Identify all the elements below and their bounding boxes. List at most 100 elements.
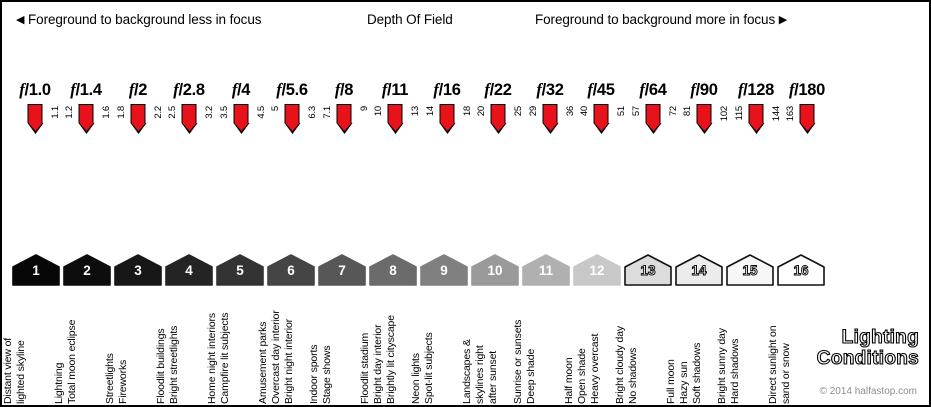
- lighting-label-line: Hazy sun: [678, 361, 690, 404]
- lighting-label-line: Sunrise or sunsets: [512, 319, 524, 404]
- lighting-label-line: Brightly lit cityscape: [385, 315, 397, 404]
- lighting-label-line: Full moon: [665, 359, 677, 404]
- aperture-stop-label: f/1.0: [19, 80, 51, 99]
- lighting-pentagon-icon: [63, 254, 111, 286]
- lighting-label-line: sand or snow: [780, 343, 792, 404]
- title-line-2: Conditions: [816, 348, 919, 370]
- aperture-stop-label: f/11: [381, 80, 409, 99]
- aperture-stop-label: f/128: [737, 80, 775, 99]
- lighting-pentagon-icon: [522, 254, 570, 286]
- aperture-stop-label: f/64: [639, 80, 667, 99]
- aperture-marker-icon: [645, 104, 662, 134]
- lighting-pentagon-icon: [471, 254, 519, 286]
- lighting-label-line: Lightning: [53, 362, 65, 404]
- lighting-number: 13: [640, 263, 656, 278]
- lighting-number: 16: [793, 263, 809, 278]
- header-right: Foreground to background more in focus ▶: [535, 12, 787, 27]
- lighting-label-line: Bright streetlights: [168, 325, 180, 404]
- lighting-number: 3: [134, 263, 142, 278]
- left-arrow-icon: ◀: [16, 14, 25, 26]
- lighting-label-line: Amusement parks: [257, 321, 269, 404]
- lighting-pentagon-icon: [420, 254, 468, 286]
- lighting-label-line: Campfire lit subjects: [219, 312, 231, 404]
- lighting-label-line: Bright sunny day: [716, 328, 728, 404]
- aperture-marker-icon: [336, 104, 353, 134]
- lighting-pentagon-icon: [726, 254, 774, 286]
- lighting-pentagon-icon: [267, 254, 315, 286]
- lighting-number: 7: [338, 263, 346, 278]
- lighting-number: 9: [440, 263, 448, 278]
- title-line-1: Lighting: [841, 326, 919, 348]
- lighting-label-line: after sunset: [487, 350, 499, 404]
- lighting-label-line: Indoor sports: [308, 344, 320, 404]
- aperture-marker-icon: [542, 104, 559, 134]
- aperture-stop-label: f/8: [334, 80, 354, 99]
- lighting-label-line: Landscapes &: [461, 339, 473, 404]
- lighting-pentagon-icon: [318, 254, 366, 286]
- lighting-label-line: Neon lights: [410, 353, 422, 404]
- lighting-label-line: Deep shade: [525, 348, 537, 404]
- lighting-number: 2: [83, 263, 91, 278]
- aperture-marker-icon: [748, 104, 765, 134]
- lighting-number: 1: [32, 263, 40, 278]
- lighting-label-line: Total moon eclipse: [66, 319, 78, 404]
- lighting-pentagon-icon: [114, 254, 162, 286]
- aperture-stop-label: f/2: [128, 80, 148, 99]
- lighting-label-line: Direct sunlight on: [767, 325, 779, 404]
- header-title: Depth Of Field: [367, 12, 453, 27]
- header-left-label: Foreground to background less in focus: [28, 12, 262, 27]
- aperture-stop-label: f/32: [536, 80, 564, 99]
- lighting-pentagon-icon: [624, 254, 672, 286]
- aperture-stop-label: f/16: [433, 80, 461, 99]
- lighting-label-line: Floodlit stadium: [359, 332, 371, 404]
- aperture-marker-icon: [490, 104, 507, 134]
- header-left: ◀ Foreground to background less in focus: [16, 12, 261, 27]
- lighting-label-line: Bright day interior: [372, 324, 384, 404]
- lighting-label-line: Open shade: [576, 348, 588, 404]
- lighting-number: 12: [589, 263, 605, 278]
- lighting-label-line: Fireworks: [117, 359, 129, 404]
- lighting-number: 10: [487, 263, 503, 278]
- lighting-label-line: lighted skyline: [15, 340, 27, 404]
- lighting-label-line: Half moon: [563, 357, 575, 404]
- aperture-stop-label: f/2.8: [173, 80, 205, 99]
- aperture-stop-label: f/90: [690, 80, 718, 99]
- lighting-conditions-title: Lighting Conditions: [816, 326, 919, 370]
- lighting-label-line: Spot-lit subjects: [423, 332, 435, 404]
- lighting-pentagon-icon: [369, 254, 417, 286]
- lighting-pentagon-icon: [12, 254, 60, 286]
- lighting-label-line: Distant view of: [2, 337, 14, 404]
- aperture-stop-label: f/22: [484, 80, 512, 99]
- aperture-marker-icon: [181, 104, 198, 134]
- header-right-label: Foreground to background more in focus: [535, 12, 776, 27]
- copyright-notice: © 2014 halfastop.com: [819, 386, 917, 397]
- lighting-label-line: No shadows: [627, 347, 639, 404]
- lighting-number: 4: [185, 263, 193, 278]
- aperture-marker-icon: [27, 104, 44, 134]
- aperture-marker-icon: [696, 104, 713, 134]
- lighting-label-line: Bright night interior: [283, 319, 295, 404]
- lighting-label-line: Home night interiors: [206, 313, 218, 404]
- aperture-marker-icon: [78, 104, 95, 134]
- lighting-pentagon-icon: [165, 254, 213, 286]
- right-arrow-icon: ▶: [778, 14, 788, 26]
- aperture-marker-icon: [130, 104, 147, 134]
- lighting-label-line: Hard shadows: [729, 338, 741, 404]
- aperture-marker-icon: [233, 104, 250, 134]
- aperture-stop-label: f/1.4: [70, 80, 102, 99]
- lighting-label-line: Bright cloudy day: [614, 326, 626, 404]
- lighting-number: 15: [742, 263, 758, 278]
- aperture-marker-icon: [799, 104, 816, 134]
- aperture-marker-icon: [439, 104, 456, 134]
- aperture-stop-label: f/45: [587, 80, 615, 99]
- lighting-pentagon-icon: [777, 254, 825, 286]
- lighting-number: 14: [691, 263, 707, 278]
- aperture-stop-label: f/4: [231, 80, 251, 99]
- lighting-number: 5: [236, 263, 244, 278]
- lighting-label-line: Floodlit buildings: [155, 328, 167, 404]
- lighting-number: 6: [287, 263, 295, 278]
- lighting-pentagon-icon: [573, 254, 621, 286]
- lighting-number: 8: [389, 263, 397, 278]
